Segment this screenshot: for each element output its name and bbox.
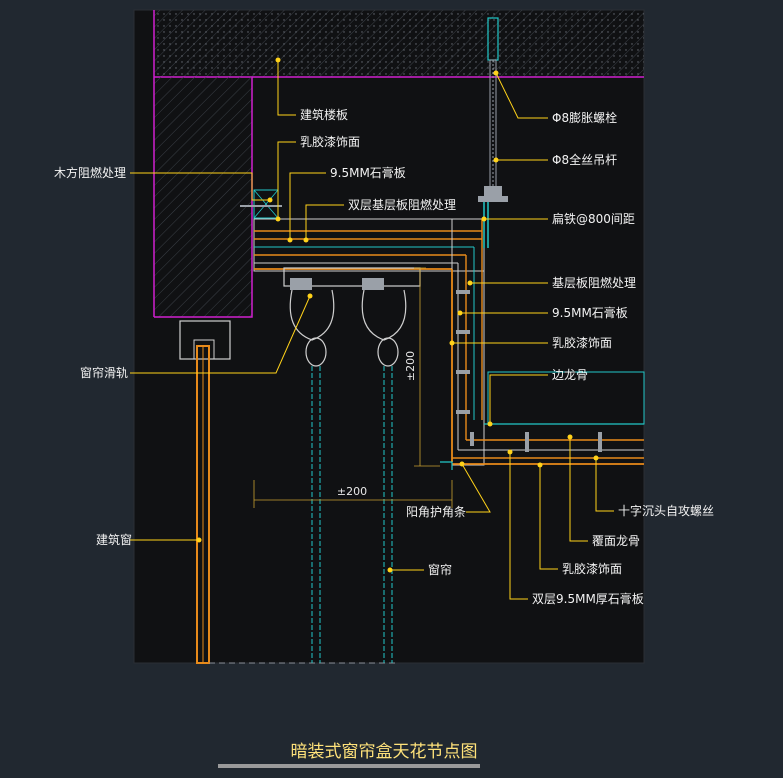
label-gypsum-2: 9.5MM石膏板 [552, 305, 628, 320]
screws [456, 290, 602, 452]
label-curtain: 窗帘 [428, 562, 452, 577]
building-slab [154, 10, 644, 78]
label-double-base-board: 双层基层板阻燃处理 [348, 197, 456, 212]
label-gypsum-1: 9.5MM石膏板 [330, 165, 406, 180]
curtain-box-side [451, 218, 485, 466]
label-latex-paint-1: 乳胶漆饰面 [300, 134, 360, 149]
label-expansion-bolt: Φ8膨胀螺栓 [552, 110, 617, 125]
label-flat-iron: 扁铁@800间距 [552, 212, 635, 226]
label-building-window: 建筑窗 [96, 532, 132, 547]
wood-batten [240, 189, 282, 219]
concrete-beam [153, 10, 253, 318]
label-corner-guard: 阳角护角条 [406, 505, 466, 519]
label-base-board-fireproof: 基层板阻燃处理 [552, 275, 636, 290]
drawing-title: 暗装式窗帘盒天花节点图 [291, 742, 478, 762]
dimension-lines [253, 267, 453, 508]
label-latex-paint-3: 乳胶漆饰面 [562, 561, 622, 576]
label-threaded-rod: Φ8全丝吊杆 [552, 152, 617, 167]
label-building-slab: 建筑楼板 [300, 107, 348, 122]
hanger-rod [478, 17, 508, 248]
label-double-gypsum: 双层9.5MM厚石膏板 [532, 591, 644, 606]
label-latex-paint-2: 乳胶漆饰面 [552, 335, 612, 350]
title-underline [218, 764, 480, 768]
label-cross-screw: 十字沉头自攻螺丝 [618, 503, 714, 518]
dimension-vertical-text: ±200 [404, 351, 417, 381]
dimension-horizontal-text: ±200 [337, 485, 367, 498]
leader-lines [130, 60, 614, 600]
lower-ceiling-layers [440, 371, 645, 470]
window-head [179, 320, 231, 360]
label-wood-fireproof: 木方阻燃处理 [54, 165, 126, 180]
label-cover-keel: 覆面龙骨 [592, 534, 640, 548]
label-curtain-track: 窗帘滑轨 [80, 365, 128, 380]
leader-dots [196, 57, 599, 573]
building-window-section [196, 345, 396, 664]
label-edge-keel: 边龙骨 [552, 368, 588, 382]
curtain-fabric [311, 366, 393, 663]
